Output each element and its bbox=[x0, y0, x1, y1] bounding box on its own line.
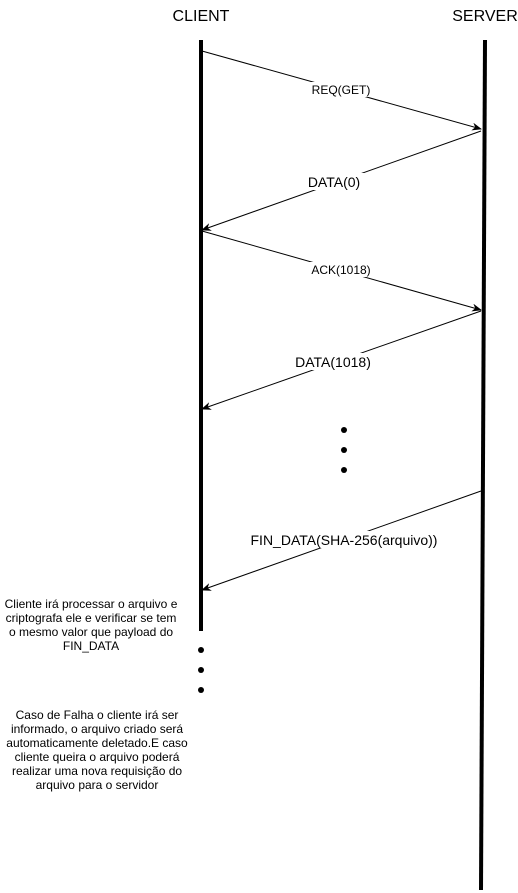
message-label-bg bbox=[309, 262, 373, 277]
ellipsis-dot bbox=[198, 667, 204, 673]
message-label-data-0: DATA(0) bbox=[308, 174, 360, 190]
ellipsis-dot bbox=[198, 687, 204, 693]
ellipsis-dot bbox=[341, 467, 347, 473]
participant-client-label: CLIENT bbox=[173, 8, 230, 25]
message-label-bg bbox=[304, 173, 364, 190]
ellipsis-dot bbox=[341, 427, 347, 433]
message-label-bg bbox=[248, 531, 440, 548]
ellipsis-dot bbox=[198, 647, 204, 653]
participant-server-label: SERVER bbox=[452, 8, 518, 25]
message-label-req-get: REQ(GET) bbox=[312, 83, 371, 97]
message-label-data-1018: DATA(1018) bbox=[295, 354, 371, 370]
ellipsis-dot bbox=[341, 447, 347, 453]
message-label-fin-data: FIN_DATA(SHA-256(arquivo)) bbox=[251, 532, 438, 548]
note-verify-hash: Cliente irá processar o arquivo e cripto… bbox=[4, 597, 178, 653]
message-label-bg bbox=[309, 82, 373, 97]
server-lifeline bbox=[479, 39, 487, 891]
message-label-ack-1018: ACK(1018) bbox=[311, 263, 370, 277]
message-label-bg bbox=[292, 353, 374, 370]
note-failure-case: Caso de Falha o cliente irá ser informad… bbox=[6, 708, 188, 792]
